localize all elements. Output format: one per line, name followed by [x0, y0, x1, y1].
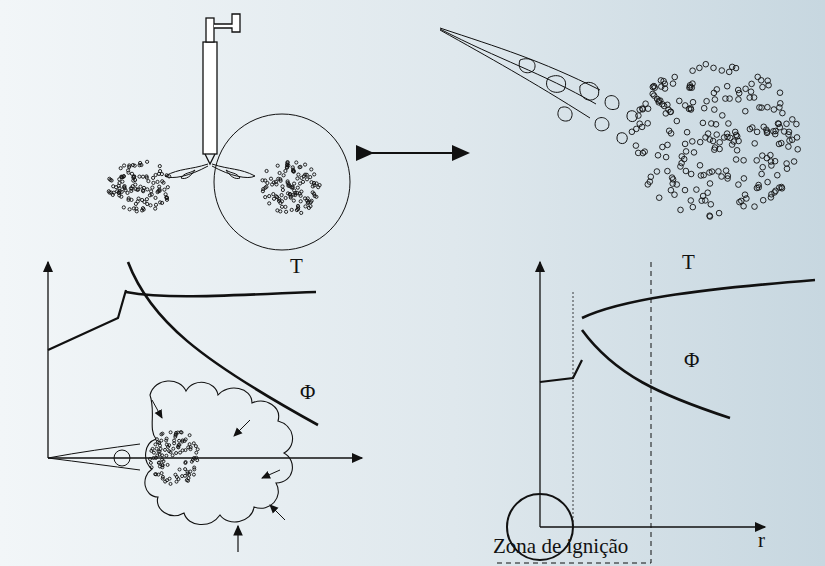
equivalence-ratio-label: Φ — [684, 350, 699, 371]
left-graph — [48, 262, 362, 552]
injector — [203, 14, 240, 164]
spray-sheets — [165, 28, 637, 250]
right-graph — [493, 262, 815, 563]
droplets — [107, 61, 800, 485]
temperature-label: T — [290, 256, 303, 277]
region-label: Zona de ignição — [493, 536, 628, 557]
equivalence-ratio-label: Φ — [300, 382, 315, 403]
double-arrow — [372, 153, 468, 154]
axis-label: r — [758, 530, 765, 551]
temperature-label: T — [682, 252, 695, 273]
